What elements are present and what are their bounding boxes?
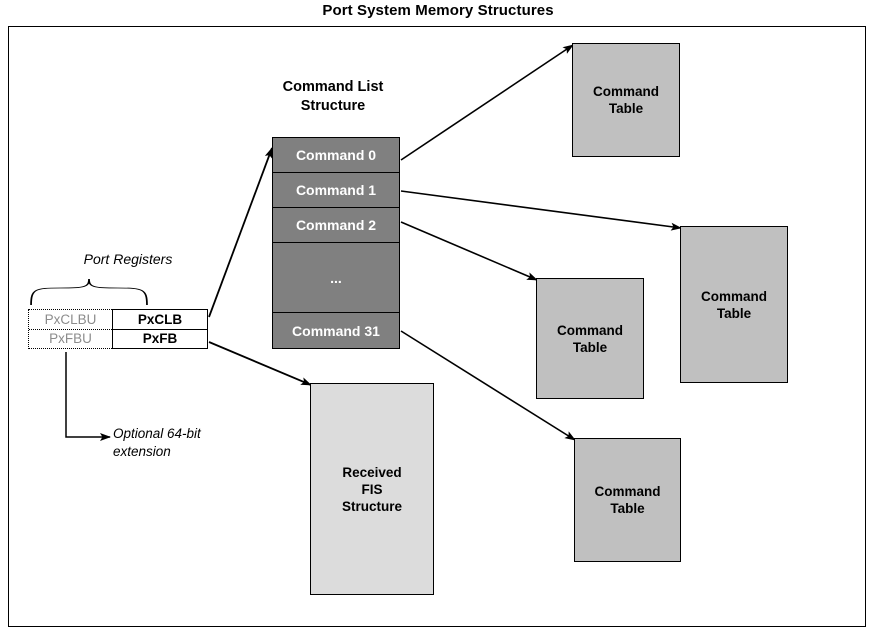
command-table-label-0: Command Table — [593, 83, 659, 117]
register-pxfb[interactable]: PxFB — [142, 331, 178, 347]
register-pxclb[interactable]: PxCLB — [113, 310, 207, 330]
command-slot-1[interactable]: Command 1 — [273, 173, 399, 208]
port-registers-upper-column: PxCLBU PxFBU — [28, 309, 112, 349]
command-list-caption: Command List Structure — [253, 78, 413, 116]
extension-note: Optional 64-bit extension — [113, 425, 243, 461]
command-table-line1: Command — [556, 322, 623, 338]
received-fis-structure-box[interactable]: Received FIS Structure — [310, 383, 434, 595]
command-slot-31[interactable]: Command 31 — [292, 322, 380, 339]
command-table-line1: Command — [700, 288, 767, 304]
command-table-box-1[interactable]: Command Table — [680, 226, 788, 383]
extension-note-line1: Optional 64-bit — [113, 426, 201, 441]
received-fis-line3: Structure — [341, 498, 402, 514]
command-list-structure: Command 0 Command 1 Command 2 ... Comman… — [272, 137, 400, 349]
command-table-line2: Table — [610, 501, 645, 516]
port-registers-lower-column: PxCLB PxFB — [112, 309, 208, 349]
received-fis-line2: FIS — [361, 481, 383, 497]
command-table-label-3: Command Table — [594, 483, 660, 517]
command-table-box-2[interactable]: Command Table — [536, 278, 644, 399]
port-registers-group-label: Port Registers — [83, 251, 173, 267]
register-pxclbu[interactable]: PxCLBU — [29, 310, 112, 330]
extension-note-line2: extension — [113, 444, 171, 459]
command-slot-0[interactable]: Command 0 — [273, 138, 399, 173]
command-slot-2[interactable]: Command 2 — [273, 208, 399, 243]
command-table-box-3[interactable]: Command Table — [574, 438, 681, 562]
command-table-line1: Command — [592, 84, 659, 99]
command-list-caption-line1: Command List — [282, 79, 384, 95]
command-table-line2: Table — [716, 305, 752, 321]
command-table-label-1: Command Table — [701, 288, 767, 322]
command-table-line2: Table — [608, 101, 644, 116]
command-table-label-2: Command Table — [557, 322, 623, 356]
command-table-line1: Command — [594, 484, 661, 499]
command-table-line2: Table — [572, 339, 608, 355]
command-slot-ellipsis: ... — [273, 243, 399, 313]
diagram-title: Port System Memory Structures — [322, 2, 554, 19]
register-pxfbu[interactable]: PxFBU — [49, 331, 92, 347]
command-table-box-0[interactable]: Command Table — [572, 43, 680, 157]
received-fis-label: Received FIS Structure — [342, 464, 402, 515]
command-list-caption-line2: Structure — [300, 98, 366, 114]
port-registers-box: PxCLBU PxFBU PxCLB PxFB — [28, 309, 208, 349]
received-fis-line1: Received — [342, 464, 402, 480]
